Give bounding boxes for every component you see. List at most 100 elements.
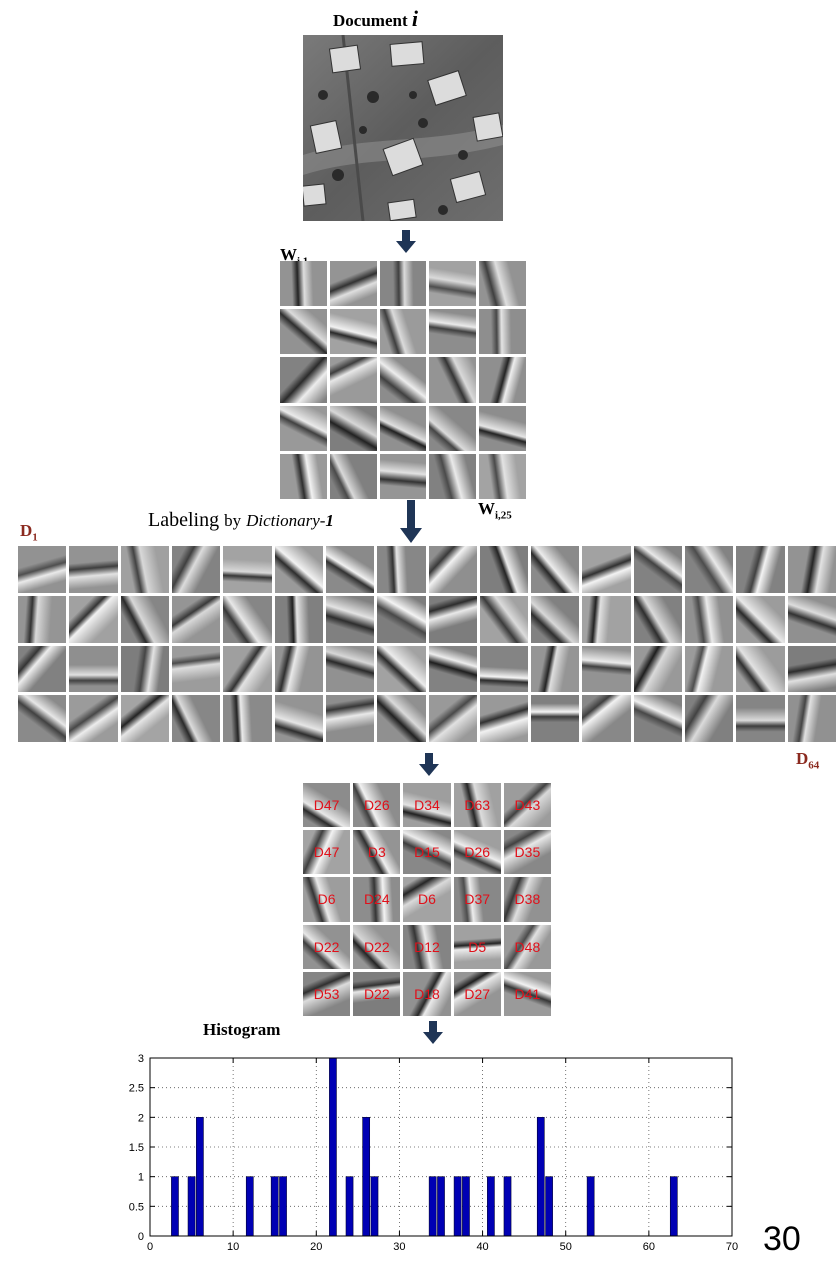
y-tick-label: 1.5 (129, 1142, 144, 1154)
labeled-patch: D26 (353, 783, 401, 828)
d-first-label: D1 (20, 521, 38, 543)
d-first-main: D (20, 521, 33, 540)
patch-label: D18 (414, 985, 440, 1002)
dictionary-atom (223, 595, 272, 643)
dictionary-atom (685, 695, 734, 742)
labeled-patch: D35 (503, 830, 551, 875)
down-arrow-icon (396, 230, 416, 253)
document-title: Document i (333, 6, 418, 32)
dictionary-atom (428, 595, 477, 643)
labeled-patch: D18 (403, 971, 451, 1016)
histogram-bar (437, 1176, 445, 1237)
dictionary-atom (428, 546, 477, 593)
dictionary-atom (531, 546, 580, 593)
labeled-patch: D3 (353, 830, 401, 875)
histogram-bar (428, 1176, 437, 1237)
dictionary-atom (582, 546, 631, 593)
dictionary-atom (377, 595, 426, 643)
dictionary-atom (325, 645, 375, 693)
w-patch (429, 453, 477, 499)
w-patch (329, 309, 377, 355)
w-last-label: Wi,25 (478, 499, 512, 521)
dictionary-atom (69, 695, 118, 742)
dictionary-atom (69, 595, 118, 643)
y-tick-label: 2.5 (129, 1083, 144, 1095)
w-first-main: W (280, 245, 297, 264)
labeling-by: by (224, 511, 242, 530)
w-patch (429, 261, 477, 307)
w-patch (479, 309, 526, 355)
histogram-title: Histogram (203, 1020, 281, 1039)
dictionary-atom (787, 695, 836, 742)
histogram-bar (345, 1176, 354, 1237)
patch-label: D38 (514, 891, 541, 908)
labeling-dictionary: Dictionary- (246, 511, 326, 530)
dictionary-atom (787, 645, 836, 693)
w-patch (329, 405, 377, 451)
histogram-bar (187, 1176, 196, 1237)
x-tick-label: 20 (310, 1241, 322, 1253)
labeled-patch: D34 (403, 783, 451, 828)
dictionary-atom (18, 695, 67, 742)
x-tick-label: 50 (560, 1241, 572, 1253)
patch-label: D12 (414, 938, 440, 955)
dictionary-atom (325, 546, 375, 593)
w-patch (280, 405, 327, 451)
dictionary-atom (18, 595, 67, 643)
x-tick-label: 10 (227, 1241, 239, 1253)
dictionary-atom (582, 695, 631, 742)
dictionary-atom (736, 645, 785, 693)
w-patch (429, 357, 477, 403)
document-index: i (411, 6, 418, 31)
histogram-bar (669, 1176, 678, 1237)
dictionary-atom (274, 695, 323, 742)
patch-label: D3 (367, 844, 386, 861)
dictionary-atom (479, 695, 529, 742)
w-patch (379, 453, 427, 499)
document-aerial-image (303, 35, 503, 221)
patch-label: D47 (313, 797, 340, 814)
w-patch (329, 453, 377, 499)
y-tick-label: 1 (138, 1172, 144, 1184)
histogram-bar (196, 1117, 204, 1237)
labeling-prefix: Labeling (148, 509, 220, 531)
patch-label: D63 (464, 797, 491, 814)
dictionary-atom (633, 645, 683, 693)
w-patch (280, 453, 327, 499)
w-patch (379, 261, 427, 307)
w-patch (479, 453, 526, 499)
labeled-patch: D41 (503, 971, 551, 1016)
labeled-patch: D53 (303, 971, 351, 1016)
labeled-patch: D12 (403, 924, 451, 969)
dictionary-atom (171, 595, 221, 643)
histogram-bar (536, 1117, 545, 1237)
labeled-patch: D43 (503, 783, 551, 828)
dictionary-atom (120, 595, 169, 643)
x-tick-label: 30 (393, 1241, 405, 1253)
y-tick-label: 3 (138, 1053, 144, 1065)
labeled-patch: D47 (303, 783, 351, 828)
dictionary-atom (377, 546, 426, 593)
w-last-main: W (478, 499, 495, 518)
patch-label: D47 (313, 844, 340, 861)
histogram-bar (370, 1176, 379, 1237)
dictionary-atom (120, 695, 169, 742)
labeled-patch: D26 (453, 830, 501, 875)
labeled-patch: D22 (353, 971, 401, 1016)
w-patch (479, 405, 526, 451)
dictionary-atom (531, 645, 580, 693)
x-tick-label: 60 (643, 1241, 655, 1253)
y-tick-label: 2 (138, 1112, 144, 1124)
dictionary-atom (274, 645, 323, 693)
dictionary-atom (325, 695, 375, 742)
labeled-patch: D27 (453, 971, 501, 1016)
w-patch (479, 357, 526, 403)
histogram-bar (453, 1176, 462, 1237)
w-patch (329, 357, 377, 403)
patch-label: D48 (514, 938, 541, 955)
page-number: 30 (763, 1220, 801, 1258)
w-patch (280, 357, 327, 403)
dictionary-atom (479, 546, 529, 593)
dictionary-atom (377, 645, 426, 693)
